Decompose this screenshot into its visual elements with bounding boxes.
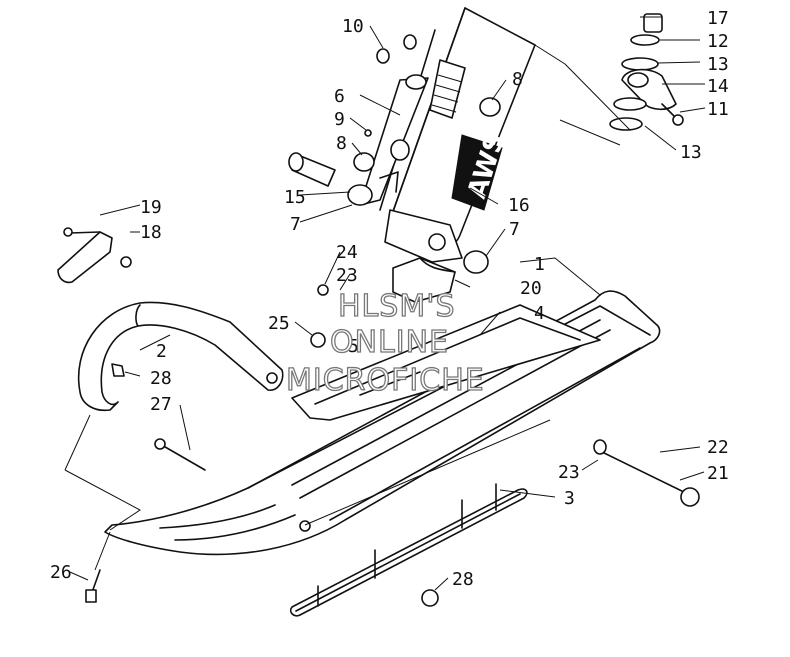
ski-handle	[77, 301, 284, 412]
callout-11: 11	[707, 99, 729, 120]
callout-13-top: 13	[707, 54, 729, 75]
watermark-line-1: HLSM'S	[338, 289, 456, 324]
callout-7-left: 7	[290, 214, 301, 235]
callout-26: 26	[50, 562, 72, 583]
callout-28-upper: 28	[150, 368, 172, 389]
callout-14: 14	[707, 76, 729, 97]
callout-23-upper: 23	[336, 265, 358, 286]
callout-22: 22	[707, 437, 729, 458]
bumper-bracket	[57, 227, 132, 284]
callout-8-right: 8	[512, 69, 523, 90]
callout-labels: 1 2 3 4 5 6 7 7 8 8 9 10 11 12 13 13 14 …	[50, 8, 729, 590]
callout-17: 17	[707, 8, 729, 29]
callout-3: 3	[564, 488, 575, 509]
callout-28-lower: 28	[452, 569, 474, 590]
callout-16: 16	[508, 195, 530, 216]
callout-1: 1	[534, 254, 545, 275]
top-hardware	[376, 13, 684, 131]
callout-15: 15	[284, 187, 306, 208]
ski-spacer	[291, 304, 601, 421]
callout-13-bottom: 13	[680, 142, 702, 163]
callout-6: 6	[334, 86, 345, 107]
callout-24: 24	[336, 242, 358, 263]
callout-23-lower: 23	[558, 462, 580, 483]
callout-20: 20	[520, 278, 542, 299]
callout-2: 2	[156, 341, 167, 362]
callout-12: 12	[707, 31, 729, 52]
spindle: AWS	[379, 7, 536, 263]
wear-bar	[289, 483, 528, 617]
callout-7-right: 7	[509, 219, 520, 240]
callout-8-left: 8	[336, 133, 347, 154]
callout-25: 25	[268, 313, 290, 334]
callout-5: 5	[348, 336, 359, 357]
callout-4: 4	[534, 303, 545, 324]
watermark-line-2: ONLINE	[330, 325, 449, 360]
callout-19: 19	[140, 197, 162, 218]
watermark-line-3: MICROFICHE	[286, 363, 485, 398]
bolts	[85, 363, 700, 607]
callout-18: 18	[140, 222, 162, 243]
callout-21: 21	[707, 463, 729, 484]
callout-9: 9	[334, 109, 345, 130]
watermark: HLSM'S ONLINE MICROFICHE	[285, 288, 485, 398]
leader-lines	[64, 16, 706, 591]
callout-27: 27	[150, 394, 172, 415]
bushings	[288, 97, 501, 274]
callout-10: 10	[342, 16, 364, 37]
saddle-block	[310, 257, 456, 348]
